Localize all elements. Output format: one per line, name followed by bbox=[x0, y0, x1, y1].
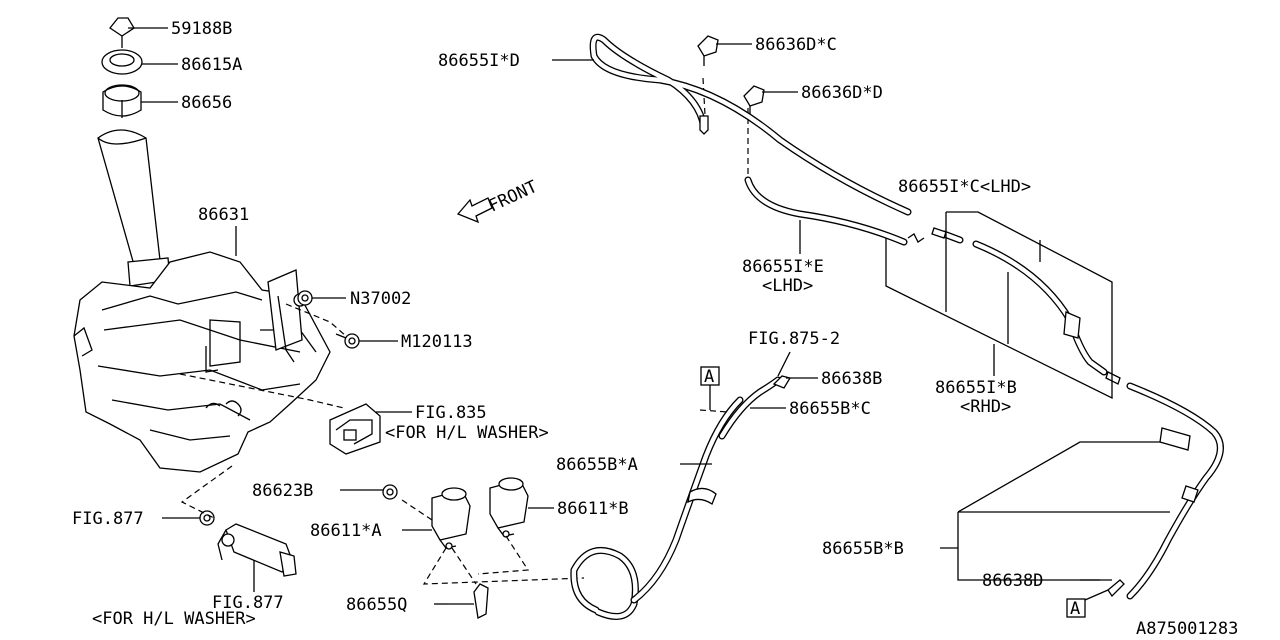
label-86655b-c: 86655B*C bbox=[789, 399, 871, 419]
filler-neck bbox=[97, 129, 171, 287]
label-86638d: 86638D bbox=[982, 571, 1043, 591]
label-fig835[interactable]: FIG.835 bbox=[415, 403, 487, 423]
label-86655i-e-note: <LHD> bbox=[762, 276, 813, 296]
figure-id: A875001283 bbox=[1136, 619, 1238, 639]
grommet-fig877 bbox=[199, 510, 215, 526]
joints bbox=[931, 227, 1125, 598]
label-86615a: 86615A bbox=[181, 55, 242, 75]
label-86611a: 86611*A bbox=[310, 521, 382, 541]
ref-box-a-right bbox=[1066, 589, 1109, 618]
label-86656: 86656 bbox=[181, 93, 232, 113]
headlamp-washer-pump bbox=[217, 523, 297, 577]
front-label: FRONT bbox=[486, 177, 541, 217]
ref-box-a-left bbox=[700, 366, 720, 410]
hose-86655b-b bbox=[1126, 382, 1224, 600]
ref-a-right: A bbox=[1070, 599, 1080, 619]
hose-86655b-a bbox=[570, 396, 744, 620]
lhd-rhd-bracket bbox=[885, 211, 1113, 400]
label-86655i-c: 86655I*C<LHD> bbox=[898, 177, 1031, 197]
label-86631: 86631 bbox=[198, 205, 249, 225]
bolt-m120113 bbox=[335, 333, 360, 349]
filter-86656 bbox=[102, 84, 142, 118]
label-86655i-e: 86655I*E bbox=[742, 257, 824, 277]
grommet-86623b bbox=[382, 484, 398, 500]
label-86655i-b: 86655I*B bbox=[935, 378, 1017, 398]
label-fig877-a[interactable]: FIG.877 bbox=[72, 509, 144, 529]
cap-59188b bbox=[109, 17, 135, 48]
seal-86615a bbox=[101, 49, 143, 75]
label-86655b-b: 86655B*B bbox=[822, 539, 904, 559]
connector-86655q bbox=[448, 583, 489, 619]
nozzle-86636d-c bbox=[697, 35, 719, 66]
hose-86655i-b bbox=[940, 230, 1108, 376]
nozzle-86636d-d bbox=[743, 85, 765, 114]
hose-86655b-c bbox=[718, 375, 792, 440]
label-m120113: M120113 bbox=[401, 332, 473, 352]
label-86636d-d: 86636D*D bbox=[801, 83, 883, 103]
label-86655i-d: 86655I*D bbox=[438, 51, 520, 71]
label-86638b: 86638B bbox=[821, 369, 882, 389]
nut-n37002 bbox=[297, 290, 313, 306]
assembly-guides bbox=[179, 77, 749, 585]
washer-pump-86611a bbox=[431, 487, 471, 550]
label-fig835-note: <FOR H/L WASHER> bbox=[385, 423, 549, 443]
label-86611b: 86611*B bbox=[557, 499, 629, 519]
label-fig877-b[interactable]: FIG.877 bbox=[212, 593, 284, 613]
front-arrow bbox=[456, 197, 493, 224]
label-86623b: 86623B bbox=[252, 481, 313, 501]
label-fig877-b-note: <FOR H/L WASHER> bbox=[92, 609, 256, 629]
86655b-b-bracket bbox=[957, 441, 1170, 581]
ref-a-left: A bbox=[704, 367, 714, 387]
label-86655i-b-note: <RHD> bbox=[960, 397, 1011, 417]
label-86636d-c: 86636D*C bbox=[755, 35, 837, 55]
washer-tank-86631 bbox=[73, 251, 331, 473]
hose-86655i-d bbox=[589, 33, 912, 216]
label-86655q: 86655Q bbox=[346, 595, 407, 615]
label-59188b: 59188B bbox=[171, 19, 232, 39]
label-n37002: N37002 bbox=[350, 289, 411, 309]
leader-lines bbox=[128, 27, 1112, 605]
washer-pump-86611b bbox=[489, 477, 529, 538]
hose-86655i-e bbox=[744, 176, 908, 246]
label-86655b-a: 86655B*A bbox=[556, 455, 638, 475]
label-fig875-2[interactable]: FIG.875-2 bbox=[748, 329, 840, 349]
headlamp-washer-module bbox=[329, 403, 381, 455]
